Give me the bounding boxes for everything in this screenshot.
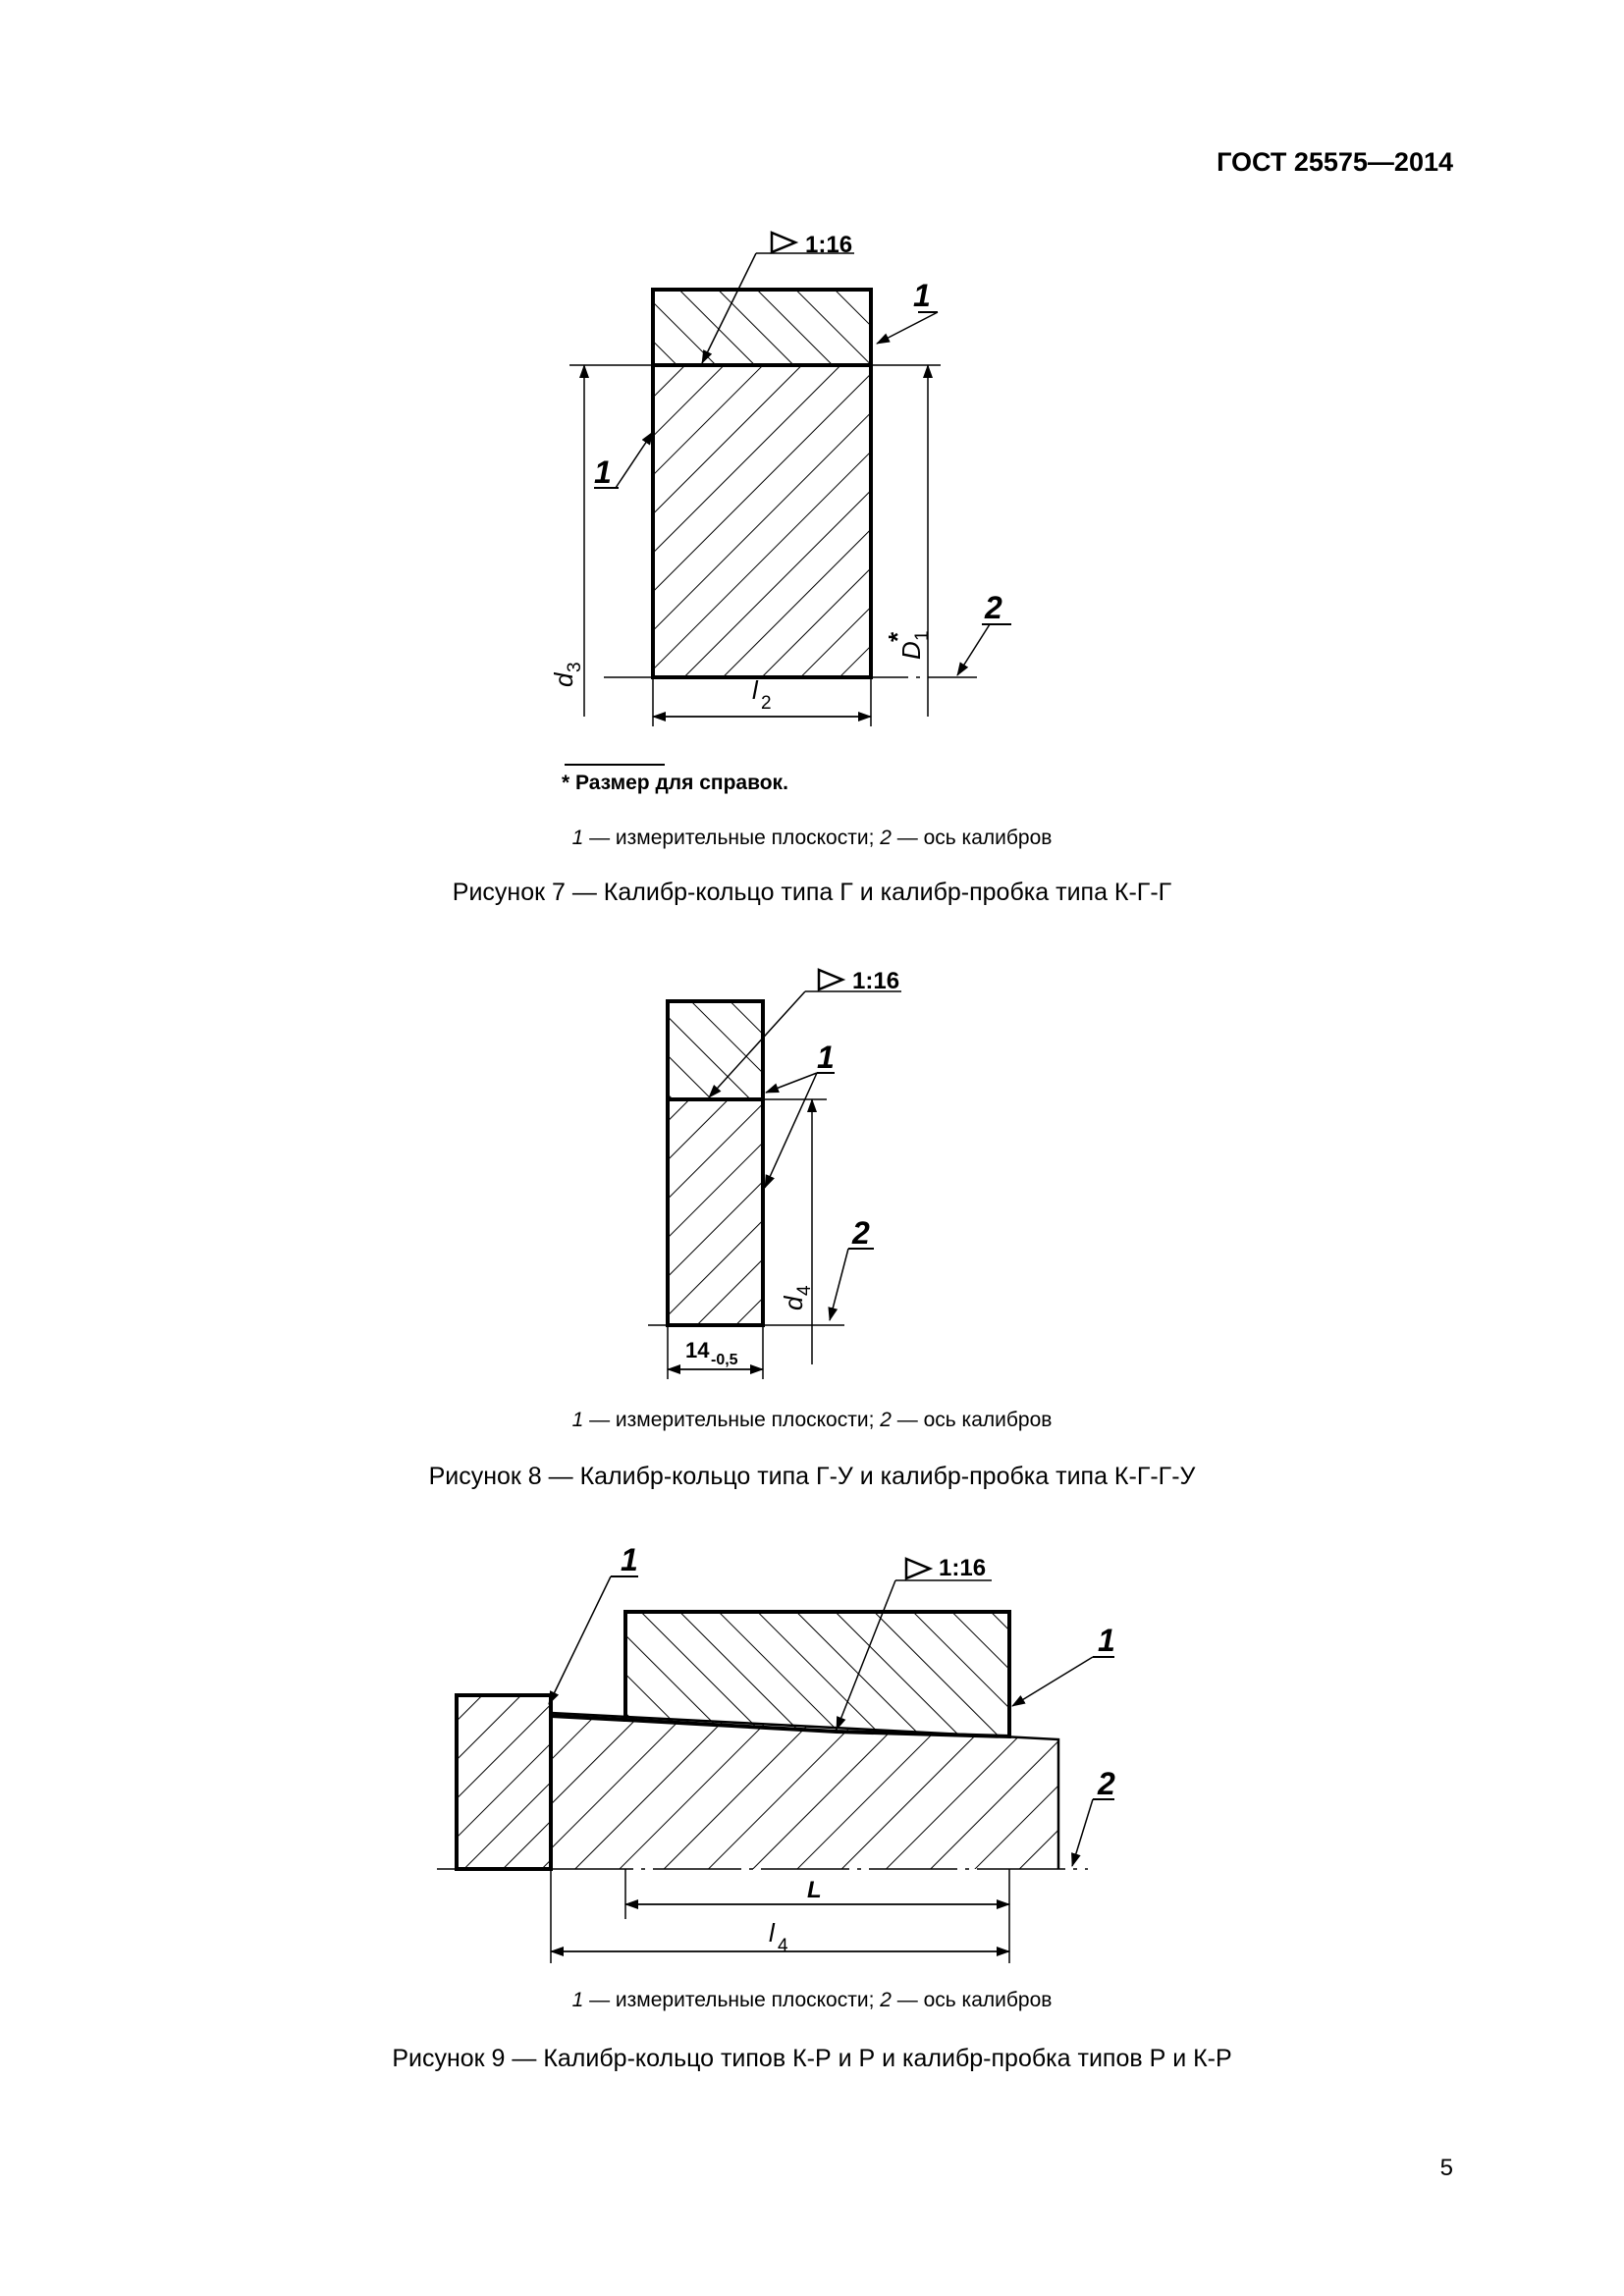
- svg-text:l: l: [769, 1918, 776, 1948]
- figure-8-caption: Рисунок 8 — Калибр-кольцо типа Г-У и кал…: [428, 1463, 1196, 1490]
- figure-9-caption: Рисунок 9 — Калибр-кольцо типов К-Р и Р …: [392, 2045, 1232, 2072]
- figure-8-drawing: [648, 968, 901, 1379]
- callout-2-label: 2: [851, 1215, 870, 1251]
- taper-label: 1:16: [852, 968, 899, 994]
- page-number: 5: [1439, 2155, 1453, 2181]
- figure-9-drawing: [437, 1557, 1114, 1963]
- svg-text:l: l: [752, 675, 759, 705]
- figure-7-caption: Рисунок 7 — Калибр-кольцо типа Г и калиб…: [452, 879, 1172, 906]
- svg-text:14: 14: [685, 1338, 710, 1362]
- reference-note: * Размер для справок.: [562, 772, 788, 794]
- dim-width: 14 -0,5: [685, 1338, 738, 1368]
- taper-label: 1:16: [939, 1555, 986, 1581]
- figure-7-labels: 1:16 1 1 2 d 3 l 2 D 1 *: [549, 232, 1002, 714]
- svg-text:2: 2: [761, 693, 772, 714]
- callout-1-label: 1: [817, 1040, 835, 1075]
- callout-2-label: 2: [1097, 1766, 1115, 1801]
- taper-label: 1:16: [805, 232, 852, 258]
- note-rule: [565, 764, 665, 766]
- svg-text:4: 4: [794, 1285, 815, 1296]
- dim-l2: l 2: [752, 675, 772, 714]
- svg-text:D: D: [896, 641, 926, 660]
- dim-L: L: [807, 1877, 822, 1903]
- svg-text:*: *: [883, 631, 912, 642]
- callout-2-label: 2: [984, 590, 1002, 625]
- dim-d4: d 4: [779, 1285, 815, 1310]
- svg-text:1: 1: [912, 630, 933, 641]
- svg-text:d: d: [779, 1295, 808, 1310]
- svg-text:-0,5: -0,5: [711, 1352, 738, 1368]
- svg-text:3: 3: [565, 662, 585, 672]
- figure-8-legend: 1 — измерительные плоскости; 2 — ось кал…: [571, 1409, 1053, 1431]
- callout-1-label: 1: [621, 1542, 638, 1577]
- document-id: ГОСТ 25575—2014: [1217, 147, 1453, 177]
- dim-D1: D 1 *: [883, 630, 933, 660]
- figure-7-drawing: [569, 231, 1011, 726]
- dim-d3: d 3: [549, 662, 585, 687]
- callout-1-label: 1: [1098, 1623, 1115, 1658]
- callout-1-label: 1: [913, 278, 931, 313]
- figure-7-legend: 1 — измерительные плоскости; 2 — ось кал…: [571, 827, 1053, 849]
- figure-8-labels: 1:16 1 2 d 4 14 -0,5: [685, 968, 899, 1368]
- figure-9-labels: 1:16 1 1 2 L l 4: [621, 1542, 1115, 1956]
- dim-l4: l 4: [769, 1918, 788, 1956]
- callout-1-label: 1: [594, 454, 612, 490]
- svg-text:d: d: [549, 671, 578, 687]
- svg-text:4: 4: [778, 1936, 788, 1956]
- figure-9-legend: 1 — измерительные плоскости; 2 — ось кал…: [571, 1989, 1053, 2011]
